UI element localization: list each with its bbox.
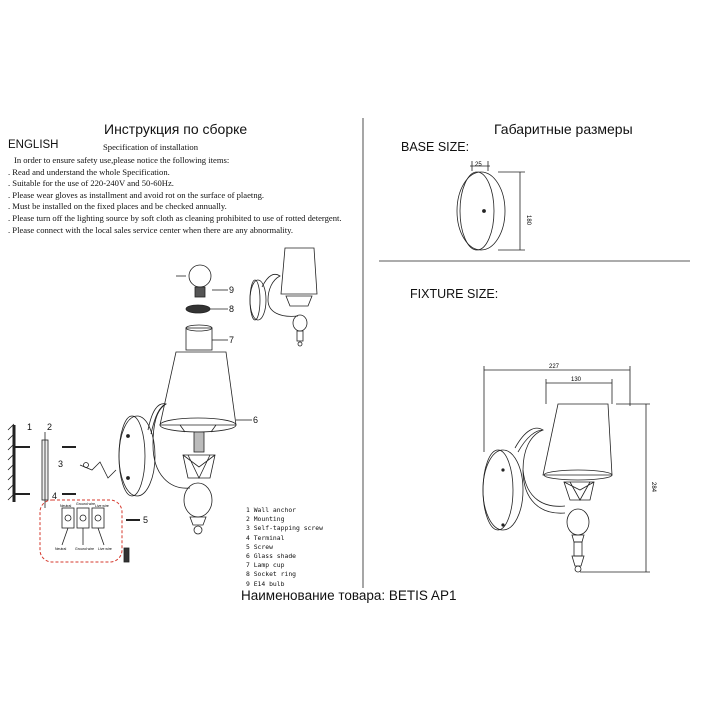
legend-item: 2 Mounting	[246, 515, 285, 524]
callout-8: 8	[229, 304, 234, 314]
note-item: . Please turn off the lighting source by…	[8, 212, 342, 223]
fixture-size-label: FIXTURE SIZE:	[410, 287, 499, 301]
legend-item: 9 E14 bulb	[246, 579, 285, 588]
spec-label: Specification of installation	[103, 142, 198, 152]
legend-item: 8 Socket ring	[246, 570, 297, 579]
dim-fixture-total-width: 227	[549, 364, 560, 370]
wiring-label: Ground wire	[76, 502, 95, 506]
note-intro: In order to ensure safety use,please not…	[14, 155, 230, 165]
callout-7: 7	[229, 335, 234, 345]
note-item: . Must be installed on the fixed places …	[8, 201, 227, 212]
wiring-label: Neutral	[55, 547, 67, 551]
legend-item: 6 Glass shade	[246, 552, 297, 561]
note-item: . Please connect with the local sales se…	[8, 224, 294, 235]
assembled-lamp-drawing	[249, 247, 318, 347]
dim-fixture-shade-width: 130	[571, 377, 582, 383]
callout-5: 5	[143, 515, 148, 525]
safety-notes: In order to ensure safety use,please not…	[8, 155, 342, 236]
legend-item: 5 Screw	[246, 542, 273, 551]
language-label: ENGLISH	[8, 139, 59, 151]
wiring-label: Live wire	[98, 547, 112, 551]
wiring-label: Ground wire	[75, 547, 94, 551]
dim-fixture-height: 284	[650, 482, 656, 493]
callout-1: 1	[27, 422, 32, 432]
parts-legend: 1 Wall anchor 2 Mounting 3 Self-tapping …	[246, 506, 323, 589]
note-item: . Suitable for the use of 220-240V and 5…	[8, 178, 174, 189]
dim-base-width: 25	[475, 162, 482, 168]
callout-3: 3	[58, 459, 63, 469]
fixture-drawing	[482, 366, 650, 573]
wiring-detail-box	[39, 499, 123, 563]
note-item: . Read and understand the whole Specific…	[8, 166, 170, 177]
legend-item: 4 Terminal	[246, 533, 285, 542]
exploded-lamp-drawing	[7, 264, 252, 563]
callout-2: 2	[47, 422, 52, 432]
dim-base-height: 180	[525, 215, 531, 226]
wiring-label: Live wire	[95, 504, 109, 508]
product-name: Наименование товара: BETIS AP1	[241, 588, 457, 603]
note-item: . Please wear gloves as installment and …	[8, 189, 265, 200]
legend-item: 1 Wall anchor	[246, 506, 297, 514]
legend-item: 3 Self-tapping screw	[246, 524, 323, 533]
left-title: Инструкция по сборке	[104, 121, 248, 137]
base-drawing	[456, 161, 525, 251]
callout-9: 9	[229, 285, 234, 295]
wiring-label: Neutral	[60, 504, 72, 508]
callout-6: 6	[253, 415, 258, 425]
base-size-label: BASE SIZE:	[401, 140, 470, 154]
terminal-block	[61, 507, 105, 546]
right-title: Габаритные размеры	[494, 121, 633, 137]
callout-4: 4	[52, 491, 57, 501]
legend-item: 7 Lamp cup	[246, 561, 285, 570]
